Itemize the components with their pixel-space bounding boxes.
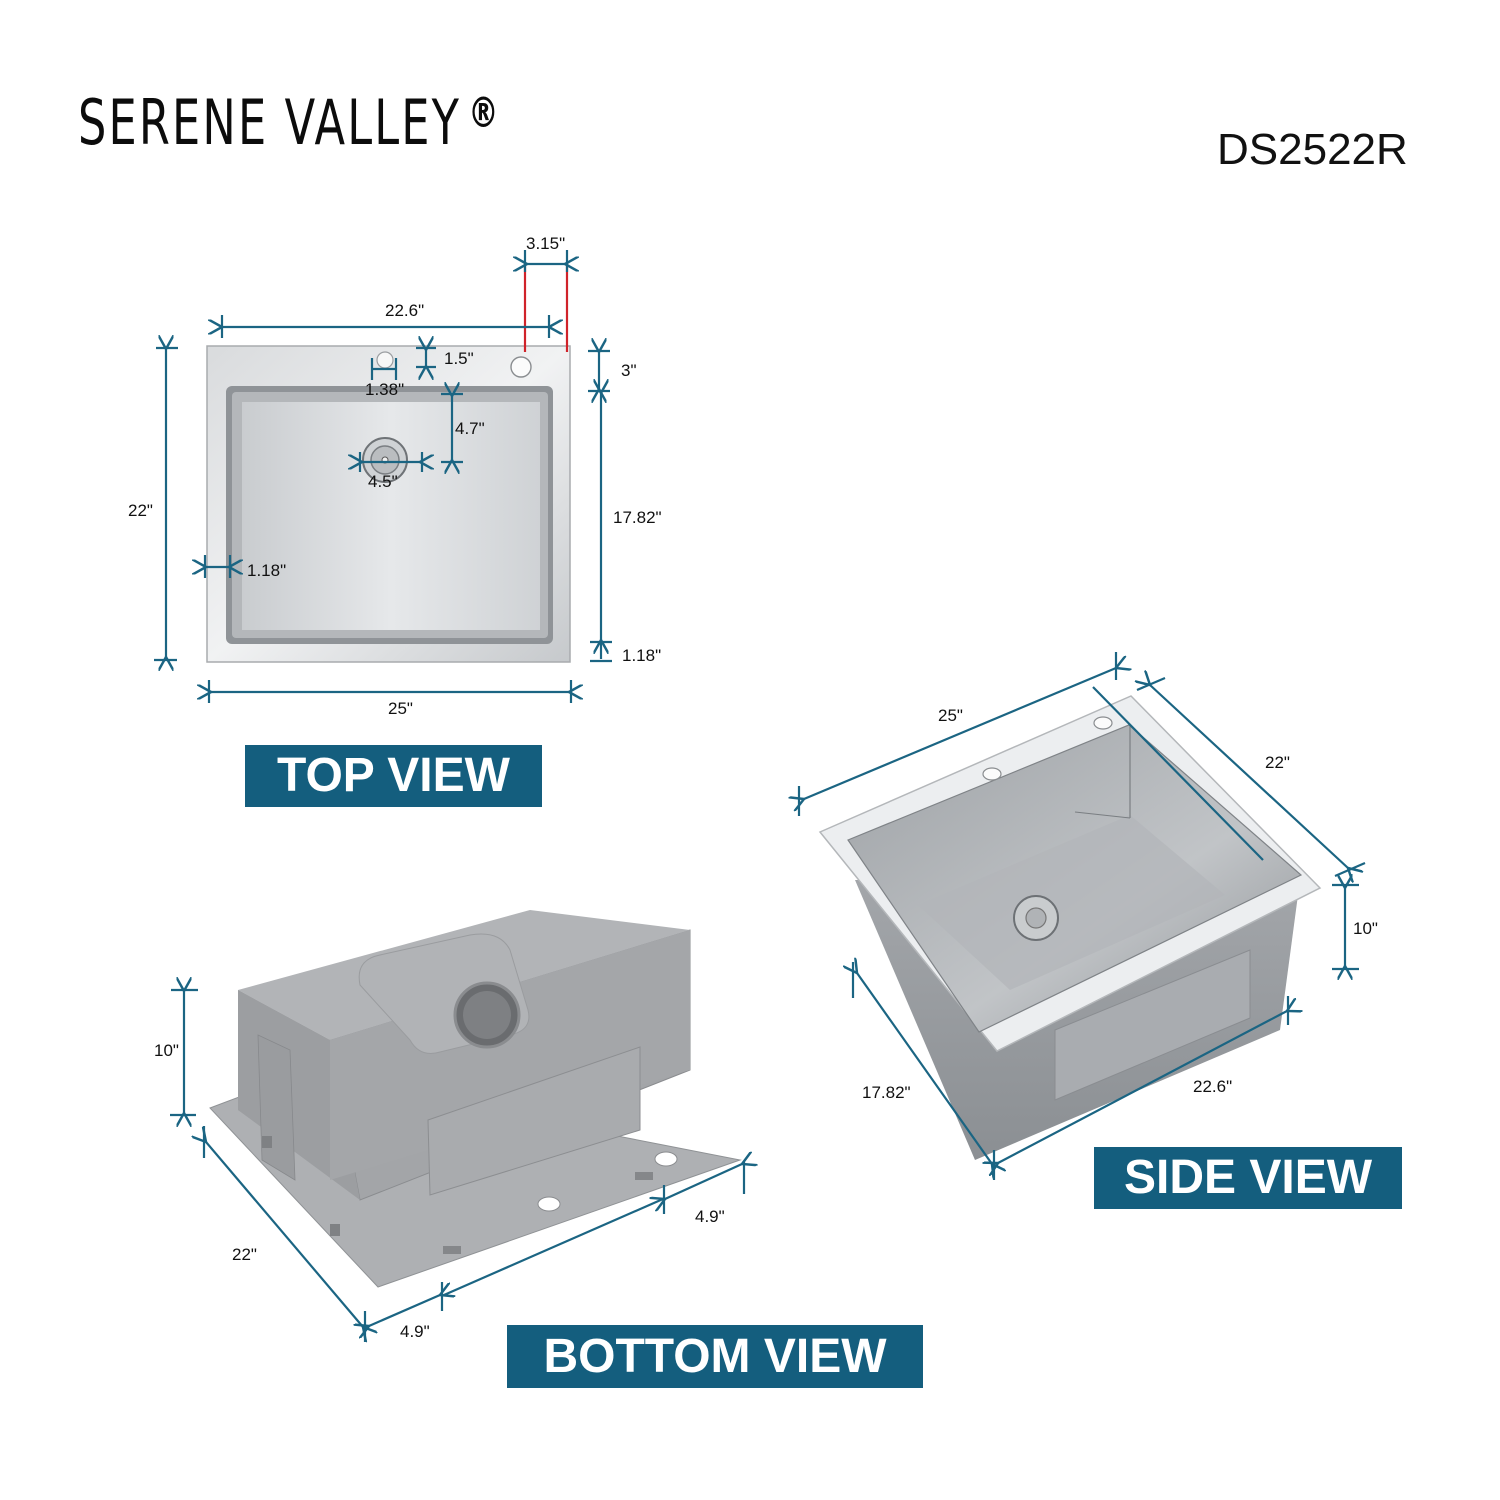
registered-mark: ® xyxy=(468,88,501,137)
dim-overall-depth: 22" xyxy=(128,501,153,520)
dim-overall-width: 25" xyxy=(388,699,413,718)
dim-rim-depth: 3" xyxy=(621,361,637,380)
dim-drain-diameter: 4.5" xyxy=(368,472,398,491)
soap-hole-icon xyxy=(1093,716,1113,730)
dim-bottom-flange-right: 4.9" xyxy=(695,1207,725,1226)
dim-bottom-bowl-height: 10" xyxy=(154,1041,179,1060)
dim-side-overall-width: 25" xyxy=(938,706,963,725)
dim-bottom-overall-depth: 22" xyxy=(232,1245,257,1264)
bottom-view-dimension-lines xyxy=(170,990,744,1342)
dim-side-bowl-width: 22.6" xyxy=(1193,1077,1233,1096)
bottom-view-label: BOTTOM VIEW xyxy=(507,1325,923,1388)
model-number: DS2522R xyxy=(1217,125,1408,174)
dim-side-rim: 1.18" xyxy=(247,561,287,580)
dim-hole-diameter: 1.38" xyxy=(365,380,405,399)
dim-drain-from-back: 4.7" xyxy=(455,419,485,438)
dim-hole-from-top: 1.5" xyxy=(444,349,474,368)
dim-side-bowl-height: 10" xyxy=(1353,919,1378,938)
dim-faucet-hole-offset: 3.15" xyxy=(526,234,566,253)
faucet-hole-icon xyxy=(982,767,1002,781)
brand-logo: SERENE VALLEY® xyxy=(78,92,501,154)
side-view-label: SIDE VIEW xyxy=(1094,1147,1402,1209)
dim-front-rim: 1.18" xyxy=(622,646,662,665)
soap-hole-icon xyxy=(376,351,394,369)
dim-side-bowl-depth: 17.82" xyxy=(862,1083,911,1102)
brand-name: SERENE VALLEY xyxy=(78,86,462,159)
bowl-basin xyxy=(242,402,540,630)
faucet-hole-icon xyxy=(510,356,532,378)
top-view-label: TOP VIEW xyxy=(245,745,542,807)
side-view-dimension-lines xyxy=(799,652,1366,1180)
bottom-view-drawing xyxy=(209,910,742,1288)
dim-bowl-depth: 17.82" xyxy=(613,508,662,527)
top-view-dimension-lines xyxy=(154,250,612,703)
dim-side-overall-depth: 22" xyxy=(1265,753,1290,772)
dim-bottom-flange-left: 4.9" xyxy=(400,1322,430,1341)
dim-bowl-width: 22.6" xyxy=(385,301,425,320)
